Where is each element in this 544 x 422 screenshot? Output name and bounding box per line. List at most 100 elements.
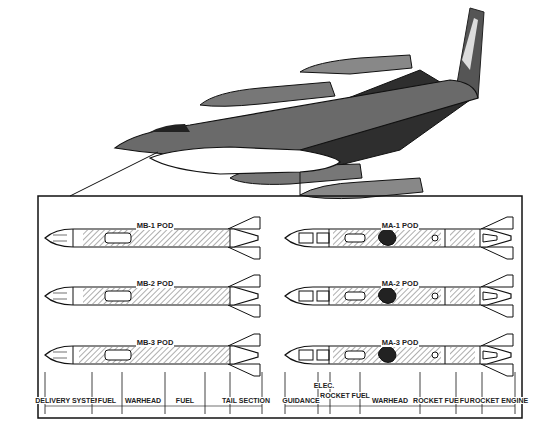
frame (38, 196, 522, 418)
drawing-stroke (230, 346, 231, 364)
pod-title: MA-1 POD (381, 222, 420, 230)
part-label: WARHEAD (371, 397, 409, 404)
drawing-stroke (73, 287, 74, 305)
pod-title: MB-3 POD (136, 339, 175, 347)
drawing-stroke (462, 18, 478, 70)
pod-drawing (285, 217, 513, 259)
part-label: ROCKET FUEL (412, 397, 464, 404)
drawing-stroke (105, 233, 131, 243)
part-label: FUEL (97, 397, 117, 404)
drawing-stroke (481, 364, 513, 376)
drawing-stroke (299, 291, 313, 301)
drawing-stroke (483, 351, 497, 359)
pod-drawing (45, 217, 260, 259)
drawing-stroke (300, 55, 412, 74)
drawing-stroke (285, 346, 511, 364)
drawing-stroke (83, 230, 230, 246)
drawing-stroke (45, 346, 258, 364)
drawing-stroke (300, 172, 301, 196)
dimension-line (285, 406, 515, 407)
pod-drawing (285, 275, 513, 317)
pod-drawing (45, 334, 260, 376)
drawing-stroke (481, 305, 513, 317)
dimension-tick (456, 372, 457, 414)
part-label: WARHEAD (124, 397, 162, 404)
drawing-stroke (53, 241, 67, 242)
drawing-stroke (230, 287, 231, 305)
part-label: DELIVERY SYSTEM (34, 397, 101, 404)
pod-title: MA-3 POD (381, 339, 420, 347)
pod-title: MB-2 POD (136, 280, 175, 288)
drawing-stroke (228, 247, 260, 259)
drawing-stroke (480, 346, 481, 364)
drawing-stroke (228, 305, 260, 317)
drawing-stroke (481, 247, 513, 259)
drawing-stroke (79, 347, 230, 363)
drawing-stroke (481, 334, 513, 346)
drawing-stroke (230, 229, 231, 247)
drawing-stroke (483, 234, 497, 242)
drawing-stroke (432, 293, 438, 299)
drawing-stroke (378, 229, 396, 246)
dimension-tick (92, 372, 93, 414)
part-label: FUEL (175, 397, 195, 404)
dimension-line (45, 406, 262, 407)
pod-drawing (285, 334, 513, 376)
drawing-stroke (333, 347, 441, 363)
drawing-stroke (299, 233, 313, 243)
drawing-stroke (345, 234, 365, 242)
dimension-tick (482, 372, 483, 414)
drawing-stroke (150, 124, 190, 132)
dimension-tick (122, 372, 123, 414)
drawing-stroke (150, 147, 340, 174)
drawing-stroke (228, 217, 260, 229)
drawing-stroke (345, 351, 365, 359)
pod-title: MA-2 POD (381, 280, 420, 288)
drawing-stroke (481, 275, 513, 287)
dimension-tick (45, 372, 46, 414)
drawing-stroke (105, 291, 131, 301)
drawing-stroke (329, 229, 330, 247)
drawing-stroke (228, 334, 260, 346)
part-label: GUIDANCE (281, 397, 320, 404)
drawing-stroke (83, 288, 230, 304)
dimension-tick (165, 372, 166, 414)
drawing-stroke (333, 230, 441, 246)
drawing-stroke (45, 287, 258, 305)
drawing-stroke (45, 229, 258, 247)
drawing-stroke (432, 352, 438, 358)
drawing-stroke (450, 347, 475, 363)
drawing-stroke (285, 229, 511, 247)
aircraft (70, 8, 484, 199)
pod-title: MB-1 POD (136, 222, 175, 230)
drawing-stroke (53, 299, 67, 300)
drawing-stroke (480, 287, 481, 305)
drawing-stroke (483, 292, 497, 300)
dimension-tick (515, 372, 516, 414)
drawing-stroke (481, 217, 513, 229)
drawing-stroke (299, 350, 313, 360)
drawing-stroke (200, 82, 335, 106)
drawing-stroke (70, 152, 158, 196)
drawing-stroke (53, 235, 67, 236)
drawing-stroke (73, 229, 74, 247)
drawing-stroke (450, 288, 475, 304)
drawing-stroke (53, 352, 67, 353)
dimension-tick (230, 372, 231, 414)
dimension-tick (205, 372, 206, 414)
pod-drawing (45, 275, 260, 317)
part-label: ROCKET ENGINE (469, 397, 529, 404)
drawing-stroke (73, 346, 74, 364)
drawing-stroke (115, 80, 478, 156)
drawing-stroke (329, 287, 330, 305)
dimension-tick (262, 372, 263, 414)
drawing-stroke (450, 230, 475, 246)
drawing-stroke (445, 346, 446, 364)
drawing-stroke (317, 233, 329, 243)
drawing-stroke (445, 287, 446, 305)
drawing-stroke (228, 364, 260, 376)
drawing-stroke (53, 293, 67, 294)
drawing-stroke (228, 275, 260, 287)
